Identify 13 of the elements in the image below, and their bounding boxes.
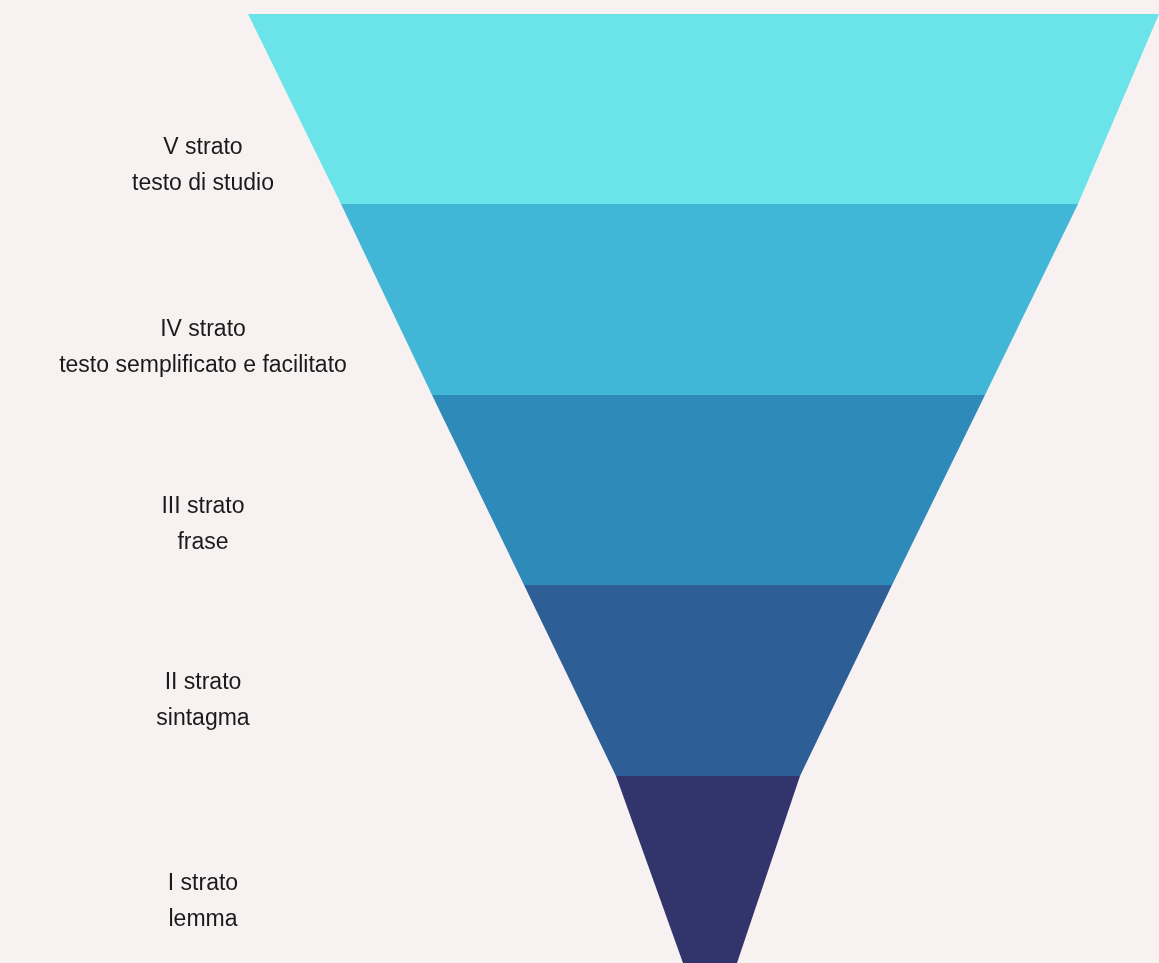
funnel-band (616, 776, 800, 963)
funnel-band (524, 585, 892, 776)
layer-label: frase (177, 527, 229, 556)
layer-label: II strato (164, 667, 242, 696)
funnel-band (432, 395, 985, 585)
layer-label: IV strato (160, 314, 246, 343)
layer-label: sintagma (156, 703, 250, 732)
layer-label: lemma (168, 904, 238, 933)
layer-label: V strato (163, 132, 243, 161)
layer-label: testo semplificato e facilitato (59, 350, 347, 379)
layer-label: testo di studio (132, 168, 274, 197)
layer-label: I strato (167, 868, 239, 897)
layer-label: III strato (161, 491, 245, 520)
